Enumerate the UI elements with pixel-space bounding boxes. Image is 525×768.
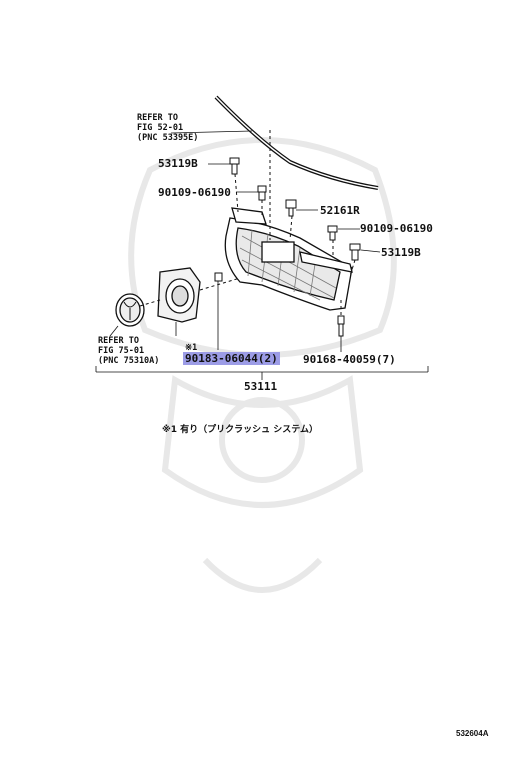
reference-upper-line2: FIG 52-01 [137, 123, 184, 133]
part-90183-mark: ※1 [185, 343, 198, 353]
emblem [115, 293, 145, 327]
reference-lower-line1: REFER TO [98, 336, 139, 346]
reference-lower-line2: FIG 75-01 [98, 346, 145, 356]
hood-molding [214, 95, 379, 190]
part-90109-left[interactable]: 90109-06190 [158, 186, 231, 199]
reference-lower: REFER TO FIG 75-01 (PNC 75310A) [98, 336, 159, 366]
leader-lines [95, 163, 429, 380]
part-53119b-left[interactable]: 53119B [158, 157, 198, 170]
grille-emblem-bracket [157, 267, 201, 323]
reference-upper: REFER TO FIG 52-01 (PNC 53395E) [137, 113, 198, 143]
illustration-code: 532604A [456, 729, 489, 738]
part-90168[interactable]: 90168-40059(7) [303, 353, 396, 366]
footnote: ※1 有り（プリクラッシュ システム） [162, 425, 319, 435]
samurai-watermark-icon [128, 137, 397, 593]
reference-lower-line3: (PNC 75310A) [98, 356, 160, 366]
reference-upper-line3: (PNC 53395E) [137, 133, 199, 143]
part-53119b-right[interactable]: 53119B [381, 246, 421, 259]
part-90109-right[interactable]: 90109-06190 [360, 222, 433, 235]
part-53111[interactable]: 53111 [244, 380, 278, 393]
part-90183-highlighted[interactable]: 90183-06044(2) [183, 352, 280, 365]
radiator-grille [224, 207, 353, 311]
reference-upper-line1: REFER TO [137, 113, 178, 123]
part-52161r[interactable]: 52161R [320, 204, 360, 217]
dashed-guides [139, 130, 356, 316]
